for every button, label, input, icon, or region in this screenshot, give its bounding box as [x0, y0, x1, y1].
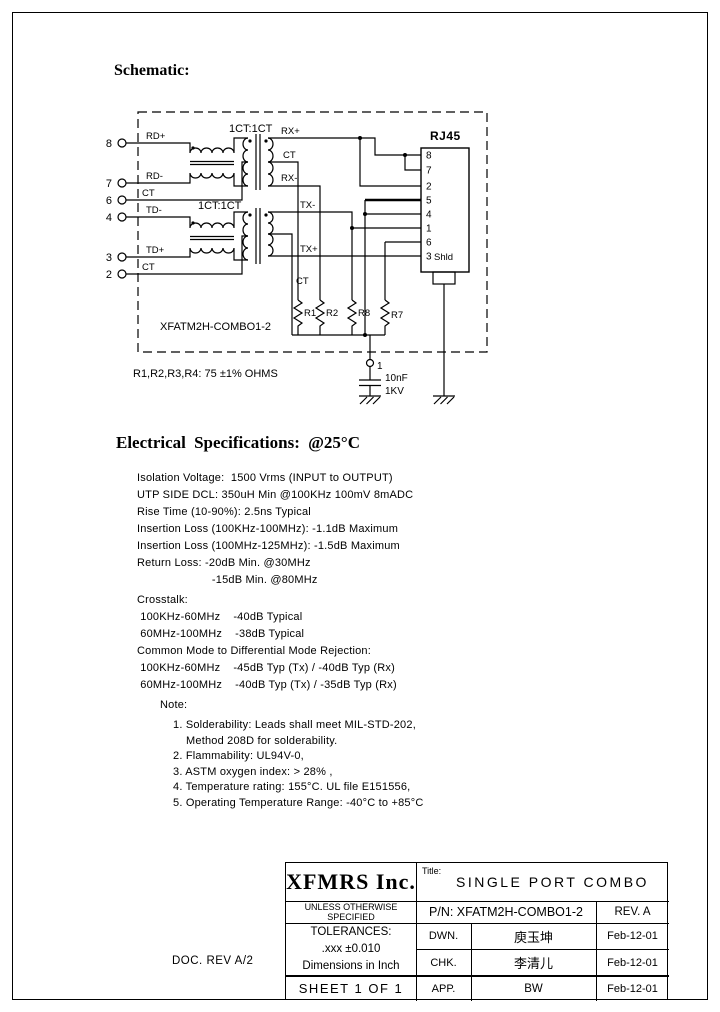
approval-date: Feb-12-01	[607, 956, 658, 969]
divider	[416, 863, 417, 1001]
resistor-ref: R2	[326, 308, 338, 319]
approval-role: APP.	[431, 982, 456, 995]
approval-signature: 庾玉坤	[513, 929, 553, 945]
tolerances-value: .xxx ±0.010	[321, 943, 381, 955]
ground-symbol-shield	[433, 395, 455, 405]
divider	[286, 901, 669, 902]
schematic-lines	[117, 111, 488, 405]
cap-terminal-label: 1	[377, 361, 383, 372]
part-number-label: XFATM2H-COMBO1-2	[160, 321, 271, 333]
turns-ratio-label: 1CT:1CT	[198, 200, 242, 212]
divider	[471, 923, 472, 1001]
schematic-heading: Schematic:	[114, 62, 190, 79]
rj45-pin: 3	[426, 252, 432, 263]
resistor-ref: R8	[358, 308, 370, 319]
winding-label: CT	[283, 150, 296, 161]
secondary-wiring	[268, 137, 421, 335]
turns-ratio-label: 1CT:1CT	[229, 123, 273, 135]
approval-role: CHK.	[430, 956, 457, 969]
winding-label: CT	[142, 262, 155, 273]
rj45-pin: 1	[426, 224, 432, 235]
winding-label: RX+	[281, 126, 300, 137]
spec-lines: Isolation Voltage: 1500 Vrms (INPUT to O…	[137, 472, 414, 586]
resistor-ref: R1	[304, 308, 316, 319]
rj45-pin: 5	[426, 196, 432, 207]
winding-label: RX-	[281, 173, 297, 184]
cap-rating-label: 1KV	[385, 386, 404, 397]
company-name: XFMRS Inc.	[286, 869, 416, 894]
winding-label: TX+	[300, 244, 318, 255]
part-number: P/N: XFATM2H-COMBO1-2	[429, 905, 583, 919]
winding-label: CT	[142, 188, 155, 199]
pin-number: 2	[106, 269, 112, 281]
ground-symbol-cap	[359, 395, 381, 405]
approval-signature: BW	[524, 982, 543, 995]
notes-list: 1. Solderability: Leads shall meet MIL-S…	[173, 719, 424, 809]
schematic-drawing: 8 7 6 4 3 2 RD+ RD- CT TD- TD+ CT 1CT:1C…	[106, 111, 488, 405]
schematic-labels: 8 7 6 4 3 2 RD+ RD- CT TD- TD+ CT 1CT:1C…	[106, 123, 461, 397]
title-field-label: Title:	[422, 866, 442, 876]
winding-label: TD-	[146, 205, 162, 216]
pin-number: 4	[106, 212, 112, 224]
pin-number: 3	[106, 252, 112, 264]
divider	[416, 949, 669, 950]
cap-value-label: 10nF	[385, 373, 408, 384]
divider	[596, 901, 597, 1001]
rj45-shield-tab	[432, 271, 456, 285]
pin-number: 6	[106, 195, 112, 207]
rj45-shield-label: Shld	[434, 252, 453, 263]
winding-label: TD+	[146, 245, 165, 256]
resistor-ref: R7	[391, 310, 403, 321]
spec-note: UNLESS OTHERWISE SPECIFIED	[304, 902, 398, 922]
dimensions-note: Dimensions in Inch	[302, 960, 400, 972]
rj45-pin: 6	[426, 238, 432, 249]
left-terminals	[117, 138, 127, 279]
drawing-title: SINGLE PORT COMBO	[456, 874, 649, 890]
rj45-pin: 7	[426, 166, 432, 177]
winding-label: CT	[296, 276, 309, 287]
title-block: XFMRS Inc. Title: SINGLE PORT COMBO UNLE…	[285, 862, 669, 1001]
tolerances-heading: TOLERANCES:	[310, 926, 392, 938]
approval-signature: 李清儿	[513, 956, 553, 971]
crosstalk-lines: Crosstalk: 100KHz-60MHz -40dB Typical 60…	[137, 594, 397, 691]
pin-number: 8	[106, 138, 112, 150]
tolerances-cell: TOLERANCES: .xxx ±0.010 Dimensions in In…	[286, 923, 416, 976]
resistor-note: R1,R2,R3,R4: 75 ±1% OHMS	[133, 368, 278, 380]
winding-label: TX-	[300, 200, 315, 211]
rj45-pin: 4	[426, 210, 432, 221]
approval-date: Feb-12-01	[607, 982, 658, 995]
rj45-connector	[420, 147, 470, 396]
winding-label: RD-	[146, 171, 163, 182]
divider	[286, 923, 669, 924]
winding-label: RD+	[146, 131, 166, 142]
electrical-heading: Electrical Specifications: @25°C	[116, 433, 361, 452]
rj45-pin: 2	[426, 182, 432, 193]
approval-date: Feb-12-01	[607, 930, 658, 942]
approval-role: DWN.	[428, 930, 459, 942]
rj45-title: RJ45	[430, 129, 461, 143]
revision: REV. A	[614, 906, 651, 918]
notes-title: Note:	[160, 699, 188, 711]
pin-number: 7	[106, 178, 112, 190]
component-enclosure	[137, 111, 488, 353]
sheet-number: SHEET 1 OF 1	[298, 981, 404, 996]
rj45-pin: 8	[426, 151, 432, 162]
decoupling-capacitor	[359, 335, 381, 396]
junction-dots	[191, 136, 407, 337]
divider-thick	[286, 975, 669, 977]
doc-rev-label: DOC. REV A/2	[172, 955, 254, 967]
